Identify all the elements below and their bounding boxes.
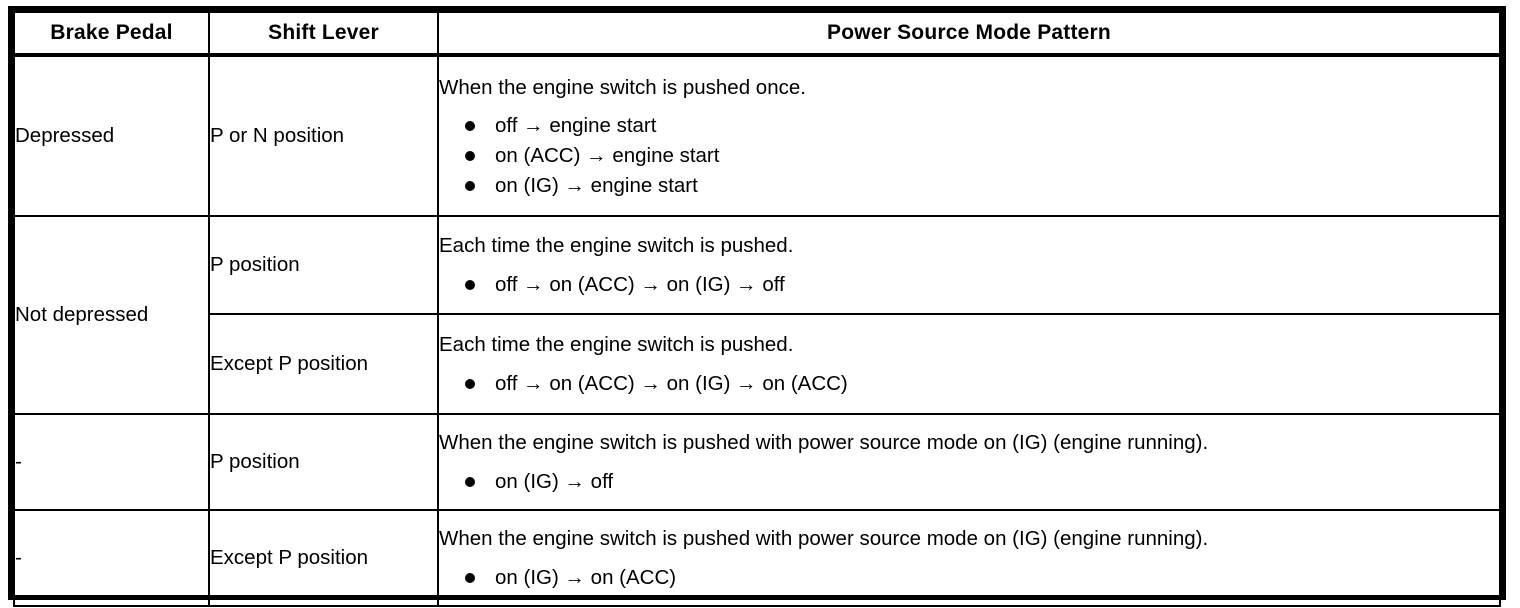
list-item: on (IG) → on (ACC) xyxy=(465,563,1499,593)
list-item-label: on (ACC) → engine start xyxy=(495,143,720,167)
table-row: Not depressed P position Each time the e… xyxy=(13,215,1501,415)
pattern-bullet-list: off → engine start on (ACC) → engine sta… xyxy=(439,111,1499,200)
table-header: Brake Pedal Shift Lever Power Source Mod… xyxy=(13,11,1501,57)
bullet-dot-icon xyxy=(465,476,475,487)
pattern-lead-text: Each time the engine switch is pushed. xyxy=(439,333,794,357)
cell-power-source-mode-pattern: When the engine switch is pushed once. o… xyxy=(437,54,1501,217)
bullet-dot-icon xyxy=(465,180,475,191)
bullet-dot-icon xyxy=(465,279,475,290)
pattern-lead-text: When the engine switch is pushed with po… xyxy=(439,527,1209,551)
cell-brake-pedal: - xyxy=(13,413,210,511)
cell-shift-lever: Except P position xyxy=(208,313,439,415)
list-item-label: on (IG) → off xyxy=(495,469,614,493)
column-header-power-source-mode-pattern: Power Source Mode Pattern xyxy=(437,11,1501,57)
cell-power-source-mode-pattern: Each time the engine switch is pushed. o… xyxy=(437,215,1501,315)
cell-brake-pedal: - xyxy=(13,509,210,607)
bullet-dot-icon xyxy=(465,150,475,161)
list-item: off → engine start xyxy=(465,111,1499,141)
cell-shift-lever: P position xyxy=(208,413,439,511)
table-header-row: Brake Pedal Shift Lever Power Source Mod… xyxy=(13,11,1501,57)
bullet-dot-icon xyxy=(465,121,475,132)
cell-brake-pedal: Depressed xyxy=(13,54,210,217)
list-item: on (ACC) → engine start xyxy=(465,141,1499,171)
pattern-bullet-list: on (IG) → on (ACC) xyxy=(439,563,1499,593)
list-item-label: off → on (ACC) → on (IG) → off xyxy=(495,272,785,296)
cell-shift-lever: P or N position xyxy=(208,54,439,217)
pattern-lead-text: When the engine switch is pushed with po… xyxy=(439,431,1209,455)
bullet-dot-icon xyxy=(465,378,475,389)
pattern-bullet-list: off → on (ACC) → on (IG) → off xyxy=(439,270,1499,300)
power-source-mode-table-container: Brake Pedal Shift Lever Power Source Mod… xyxy=(8,6,1506,607)
column-header-shift-lever: Shift Lever xyxy=(208,11,439,57)
pattern-bullet-list: on (IG) → off xyxy=(439,467,1499,497)
power-source-mode-table: Brake Pedal Shift Lever Power Source Mod… xyxy=(13,11,1501,607)
cell-shift-lever: P position xyxy=(208,215,439,315)
table-row: - P position When the engine switch is p… xyxy=(13,413,1501,511)
list-item-label: off → on (ACC) → on (IG) → on (ACC) xyxy=(495,371,848,395)
cell-power-source-mode-pattern: When the engine switch is pushed with po… xyxy=(437,413,1501,511)
cell-power-source-mode-pattern: Each time the engine switch is pushed. o… xyxy=(437,313,1501,415)
cell-power-source-mode-pattern: When the engine switch is pushed with po… xyxy=(437,509,1501,607)
table-row: Except P position Each time the engine s… xyxy=(14,313,1501,415)
pattern-lead-text: When the engine switch is pushed once. xyxy=(439,75,806,99)
table-body: Depressed P or N position When the engin… xyxy=(13,54,1501,607)
bullet-dot-icon xyxy=(465,572,475,583)
list-item-label: off → engine start xyxy=(495,114,657,138)
cell-brake-pedal: Not depressed xyxy=(13,215,210,415)
list-item-label: on (IG) → on (ACC) xyxy=(495,565,677,589)
list-item: on (IG) → engine start xyxy=(465,171,1499,201)
list-item-label: on (IG) → engine start xyxy=(495,173,698,197)
list-item: off → on (ACC) → on (IG) → on (ACC) xyxy=(465,369,1499,399)
cell-shift-lever: Except P position xyxy=(208,509,439,607)
list-item: off → on (ACC) → on (IG) → off xyxy=(465,270,1499,300)
table-row: Depressed P or N position When the engin… xyxy=(13,54,1501,217)
list-item: on (IG) → off xyxy=(465,467,1499,497)
column-header-brake-pedal: Brake Pedal xyxy=(13,11,210,57)
pattern-lead-text: Each time the engine switch is pushed. xyxy=(439,234,794,258)
table-row: - Except P position When the engine swit… xyxy=(13,509,1501,607)
pattern-bullet-list: off → on (ACC) → on (IG) → on (ACC) xyxy=(439,369,1499,399)
